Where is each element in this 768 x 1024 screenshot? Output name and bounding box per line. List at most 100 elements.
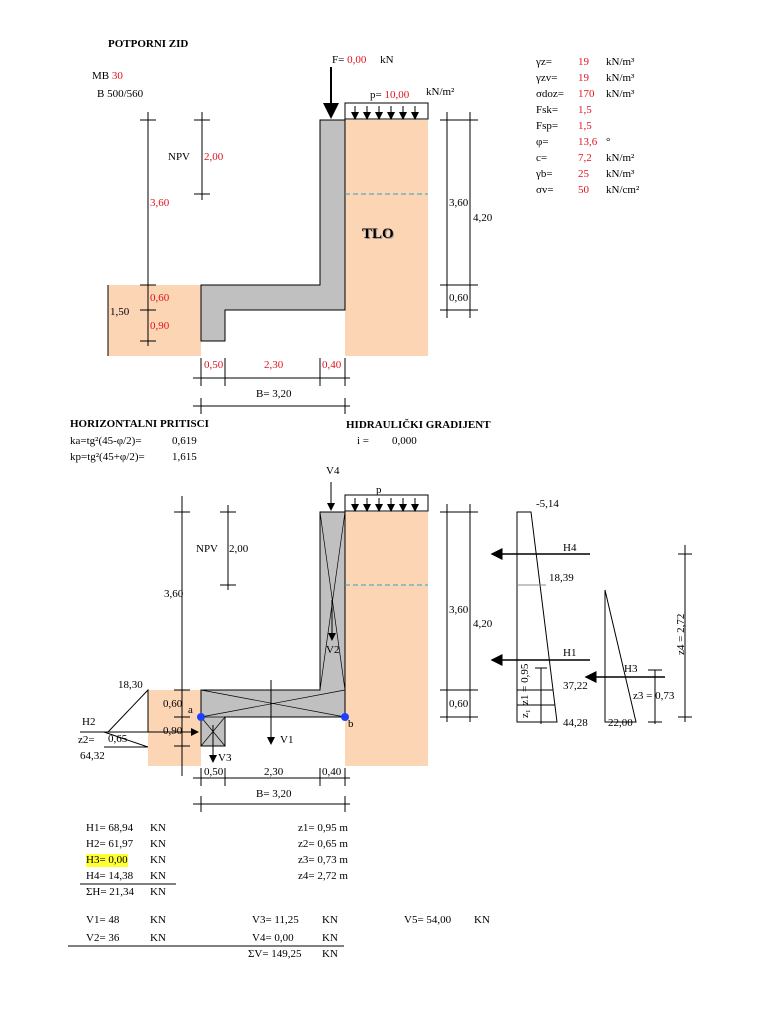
h1-label: H1 bbox=[563, 647, 577, 659]
v4-result: V4= 0,00 bbox=[252, 932, 294, 944]
z-result: z1= 0,95 m bbox=[298, 822, 348, 834]
param-symbol: γzv= bbox=[536, 72, 558, 84]
v5-result: V5= 54,00 bbox=[404, 914, 452, 926]
backfill-soil-2 bbox=[345, 512, 428, 766]
h-result: H1= 68,94 bbox=[86, 822, 134, 834]
z1-short-label: z₁ bbox=[519, 709, 531, 718]
h-result-unit: KN bbox=[150, 854, 166, 866]
wall-height: 3,60 bbox=[150, 197, 170, 209]
top-section-drawing bbox=[107, 67, 478, 414]
sum-h-unit: KN bbox=[150, 886, 166, 898]
width-3-2: 0,40 bbox=[322, 766, 342, 778]
npv-value-2: 2,00 bbox=[229, 543, 249, 555]
retaining-wall-2 bbox=[200, 511, 346, 747]
surcharge-label: p= 10,00 bbox=[370, 89, 410, 101]
param-symbol: σv= bbox=[536, 184, 554, 196]
retaining-wall bbox=[200, 119, 346, 342]
diag-2200-value: 22,00 bbox=[608, 717, 633, 729]
bottom-section-drawing bbox=[80, 482, 478, 812]
base-width: B= 3,20 bbox=[256, 388, 292, 400]
param-symbol: γb= bbox=[536, 168, 553, 180]
diag-3722-value: 37,22 bbox=[563, 680, 588, 692]
width-1-2: 0,50 bbox=[204, 766, 224, 778]
param-symbol: σdoz= bbox=[536, 88, 565, 100]
width-1: 0,50 bbox=[204, 359, 224, 371]
base-upper-height: 0,60 bbox=[150, 292, 170, 304]
diag-top-value: -5,14 bbox=[536, 498, 559, 510]
h4-label: H4 bbox=[563, 542, 577, 554]
param-symbol: c= bbox=[536, 152, 548, 164]
surcharge-box bbox=[344, 102, 429, 120]
v2-unit: KN bbox=[150, 932, 166, 944]
point-b-label: b bbox=[348, 718, 354, 730]
base-width-2: B= 3,20 bbox=[256, 788, 292, 800]
h2-top-value: 18,30 bbox=[118, 679, 143, 691]
width-2: 2,30 bbox=[264, 359, 284, 371]
point-a bbox=[197, 713, 205, 721]
point-b bbox=[341, 713, 349, 721]
right-height-2: 0,60 bbox=[449, 292, 469, 304]
base-lower-height: 0,90 bbox=[150, 320, 170, 332]
v5-unit: KN bbox=[474, 914, 490, 926]
z-result: z4= 2,72 m bbox=[298, 870, 348, 882]
param-symbol: φ= bbox=[536, 136, 549, 148]
front-soil bbox=[108, 285, 201, 356]
h-result-unit: KN bbox=[150, 838, 166, 850]
h3-label: H3 bbox=[624, 663, 638, 675]
h-result-unit: KN bbox=[150, 822, 166, 834]
right-height-total-2: 4,20 bbox=[473, 618, 493, 630]
param-unit: kN/m³ bbox=[606, 56, 635, 68]
param-unit: kN/m² bbox=[606, 152, 635, 164]
right-height-total: 4,20 bbox=[473, 212, 493, 224]
h2-bottom-value: 64,32 bbox=[80, 750, 105, 762]
param-value: 50 bbox=[578, 184, 589, 196]
param-symbol: γz= bbox=[536, 56, 552, 68]
wall-height-2: 3,60 bbox=[164, 588, 184, 600]
hydraulic-title: HIDRAULIČKI GRADIJENT bbox=[346, 419, 491, 431]
param-value: 170 bbox=[578, 88, 595, 100]
param-symbol: Fsp= bbox=[536, 120, 559, 132]
z-result: z2= 0,65 m bbox=[298, 838, 348, 850]
left-height: 1,50 bbox=[110, 306, 130, 318]
param-unit: kN/m³ bbox=[606, 88, 635, 100]
sum-h: ΣH= 21,34 bbox=[86, 886, 135, 898]
param-value: 19 bbox=[578, 72, 589, 84]
z3-label: z3 = 0,73 bbox=[633, 690, 675, 702]
param-value: 13,6 bbox=[578, 136, 598, 148]
pressure-title: HORIZONTALNI PRITISCI bbox=[70, 418, 209, 430]
h2-label: H2 bbox=[82, 716, 96, 728]
npv-value: 2,00 bbox=[204, 151, 224, 163]
v2-label: V2 bbox=[326, 644, 340, 656]
v1-result: V1= 48 bbox=[86, 914, 120, 926]
param-value: 25 bbox=[578, 168, 589, 180]
z-result: z3= 0,73 m bbox=[298, 854, 348, 866]
b-label: B 500/560 bbox=[97, 88, 144, 100]
param-unit: ° bbox=[606, 136, 611, 148]
right-height-2-2: 0,60 bbox=[449, 698, 469, 710]
param-unit: kN/cm² bbox=[606, 184, 640, 196]
z2-label: z2= bbox=[78, 734, 95, 746]
v3-label: V3 bbox=[218, 752, 232, 764]
z2-value: 0,65 bbox=[108, 733, 128, 745]
width-2-2: 2,30 bbox=[264, 766, 284, 778]
h-result-unit: KN bbox=[150, 870, 166, 882]
npv-label-2: NPV bbox=[196, 543, 219, 555]
page-title: POTPORNI ZID bbox=[108, 38, 189, 50]
diag-4428-value: 44,28 bbox=[563, 717, 588, 729]
base-upper-height-2: 0,60 bbox=[163, 698, 183, 710]
h-result: H3= 0,00 bbox=[86, 854, 128, 867]
base-lower-height-2: 0,90 bbox=[163, 725, 183, 737]
backfill-soil bbox=[345, 120, 428, 356]
width-3: 0,40 bbox=[322, 359, 342, 371]
right-height-1: 3,60 bbox=[449, 197, 469, 209]
v4-label: V4 bbox=[326, 465, 340, 477]
sum-v: ΣV= 149,25 bbox=[248, 948, 302, 960]
surcharge-unit: kN/m² bbox=[426, 86, 455, 98]
sum-v-unit: KN bbox=[322, 948, 338, 960]
v2-result: V2= 36 bbox=[86, 932, 120, 944]
h-result: H2= 61,97 bbox=[86, 838, 134, 850]
right-height-1-2: 3,60 bbox=[449, 604, 469, 616]
h-result: H4= 14,38 bbox=[86, 870, 134, 882]
kp-label: kp=tg²(45+φ/2)= bbox=[70, 451, 145, 463]
